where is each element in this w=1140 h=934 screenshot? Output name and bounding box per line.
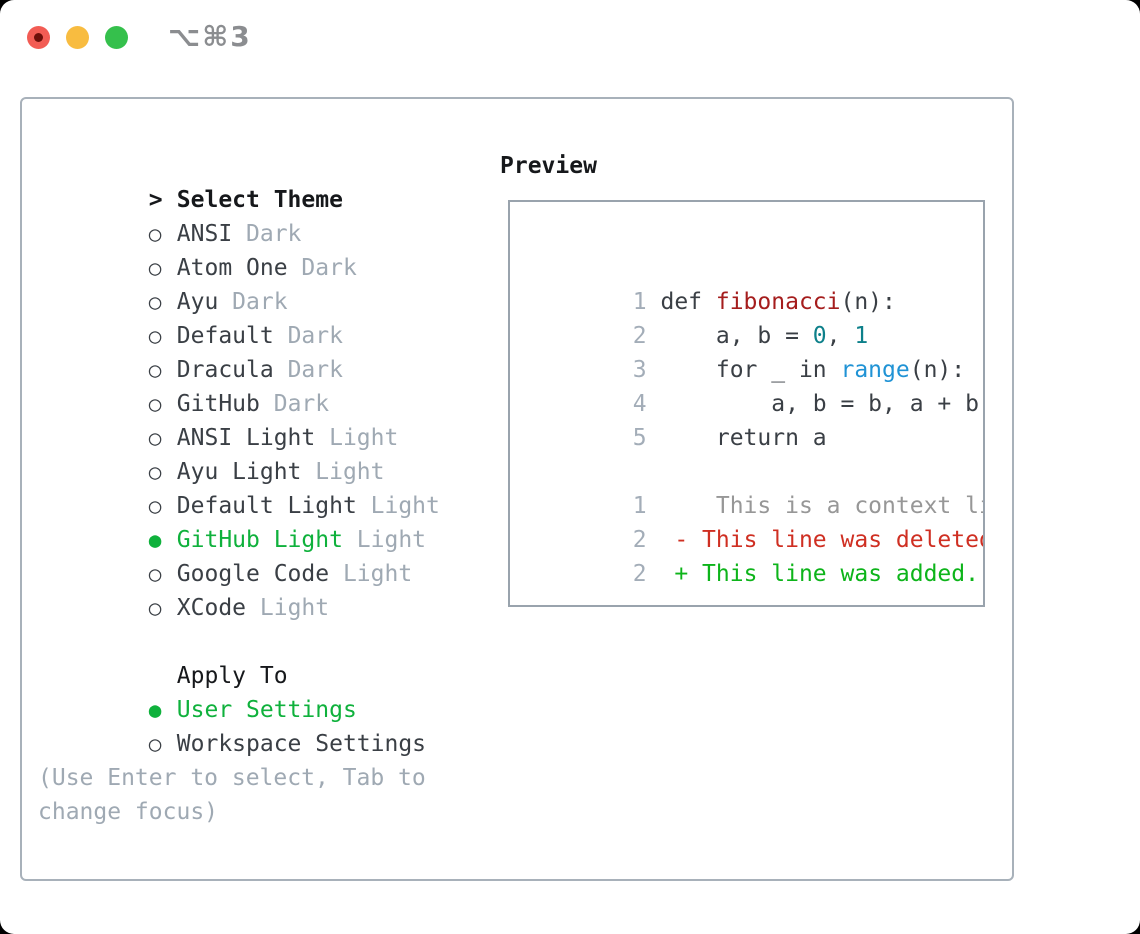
apply-to-header: Apply To	[38, 625, 478, 689]
apply-option-user-settings[interactable]: ● User Settings	[38, 659, 478, 723]
theme-variant: Light	[370, 493, 440, 519]
select-theme-header: > Select Theme	[38, 149, 478, 213]
line-number: 1	[632, 493, 647, 519]
line-number: 4	[632, 391, 647, 417]
theme-option-github-dark[interactable]: ○ GitHub Dark	[38, 353, 478, 417]
radio-icon: ○	[148, 460, 162, 484]
theme-option-atom-one-dark[interactable]: ○ Atom One Dark	[38, 217, 478, 281]
radio-selected-icon: ●	[148, 698, 162, 722]
diff-added-line: 2 + This line was added.	[522, 523, 983, 587]
radio-icon: ○	[148, 494, 162, 518]
diff-context-line: 1 This is a context line.	[522, 455, 983, 519]
code-line: 4 a, b = b, a + b	[522, 353, 983, 417]
theme-variant: Dark	[232, 289, 288, 315]
theme-name: Atom One	[176, 255, 288, 281]
radio-icon: ○	[148, 358, 162, 382]
radio-icon: ○	[148, 392, 162, 416]
numeric-literal: 1	[854, 323, 869, 349]
code-line: 2 a, b = 0, 1	[522, 285, 983, 349]
theme-name: ANSI	[176, 221, 233, 247]
line-number: 2	[632, 561, 647, 587]
line-number: 1	[632, 289, 647, 315]
code-line: 5 return a	[522, 387, 983, 451]
select-theme-title: Select Theme	[176, 187, 343, 213]
code-line: 3 for _ in range(n):	[522, 319, 983, 383]
radio-icon: ○	[148, 222, 162, 246]
apply-option-workspace-settings[interactable]: ○ Workspace Settings	[38, 693, 478, 757]
radio-icon: ○	[148, 596, 162, 620]
theme-name: GitHub	[176, 391, 260, 417]
numeric-literal: 0	[812, 323, 827, 349]
theme-name: GitHub Light	[176, 527, 343, 553]
theme-name: XCode	[176, 595, 247, 621]
theme-option-default-dark[interactable]: ○ Default Dark	[38, 285, 478, 349]
radio-icon: ○	[148, 562, 162, 586]
theme-option-ayu-dark[interactable]: ○ Ayu Dark	[38, 251, 478, 315]
function-name: fibonacci	[715, 289, 841, 315]
line-number: 3	[632, 357, 647, 383]
theme-option-github-light[interactable]: ● GitHub Light Light	[38, 489, 478, 553]
apply-option-label: Workspace Settings	[176, 731, 427, 757]
close-button-dot-icon	[34, 33, 43, 42]
radio-selected-icon: ●	[148, 528, 162, 552]
theme-name: Ayu Light	[176, 459, 302, 485]
radio-icon: ○	[148, 256, 162, 280]
preview-title: Preview	[500, 153, 597, 179]
diff-deleted-line: 2 - This line was deleted.	[522, 489, 983, 553]
line-number: 2	[632, 527, 647, 553]
theme-option-ayu-light[interactable]: ○ Ayu Light Light	[38, 421, 478, 485]
theme-name: Default	[176, 323, 274, 349]
apply-to-title: Apply To	[176, 663, 288, 689]
theme-variant: Light	[356, 527, 427, 553]
theme-variant: Dark	[246, 221, 302, 247]
theme-name: Dracula	[176, 357, 274, 383]
theme-name: ANSI Light	[176, 425, 316, 451]
theme-option-default-light[interactable]: ○ Default Light Light	[38, 455, 478, 519]
radio-icon: ○	[148, 324, 162, 348]
theme-option-dracula-dark[interactable]: ○ Dracula Dark	[38, 319, 478, 383]
keyboard-hint-line-1: (Use Enter to select, Tab to	[38, 765, 426, 791]
theme-option-ansi-light[interactable]: ○ ANSI Light Light	[38, 387, 478, 451]
theme-variant: Dark	[301, 255, 357, 281]
radio-icon: ○	[148, 290, 162, 314]
line-number: 2	[632, 323, 647, 349]
theme-option-google-code-light[interactable]: ○ Google Code Light	[38, 523, 478, 587]
close-button[interactable]	[27, 26, 50, 49]
theme-variant: Light	[342, 561, 413, 587]
maximize-button[interactable]	[105, 26, 128, 49]
theme-variant: Light	[259, 595, 330, 621]
window-shortcut-label: ⌥⌘3	[168, 20, 252, 53]
theme-name: Default Light	[176, 493, 357, 519]
radio-icon: ○	[148, 732, 162, 756]
theme-variant: Light	[315, 459, 385, 485]
apply-option-label: User Settings	[176, 697, 357, 723]
theme-variant: Dark	[287, 323, 343, 349]
theme-option-xcode-light[interactable]: ○ XCode Light	[38, 557, 478, 621]
theme-name: Google Code	[176, 561, 330, 587]
theme-variant: Dark	[287, 357, 343, 383]
window-titlebar: ⌥⌘3	[0, 0, 1140, 75]
prompt-icon: >	[148, 187, 163, 213]
minimize-button[interactable]	[66, 26, 89, 49]
line-number: 5	[632, 425, 647, 451]
theme-option-ansi-dark[interactable]: ○ ANSI Dark	[38, 183, 478, 247]
keyboard-hint-line-2: change focus)	[38, 799, 219, 825]
theme-name: Ayu	[176, 289, 219, 315]
theme-variant: Light	[329, 425, 399, 451]
builtin-call: range	[840, 357, 910, 383]
radio-icon: ○	[148, 426, 162, 450]
theme-variant: Dark	[273, 391, 330, 417]
